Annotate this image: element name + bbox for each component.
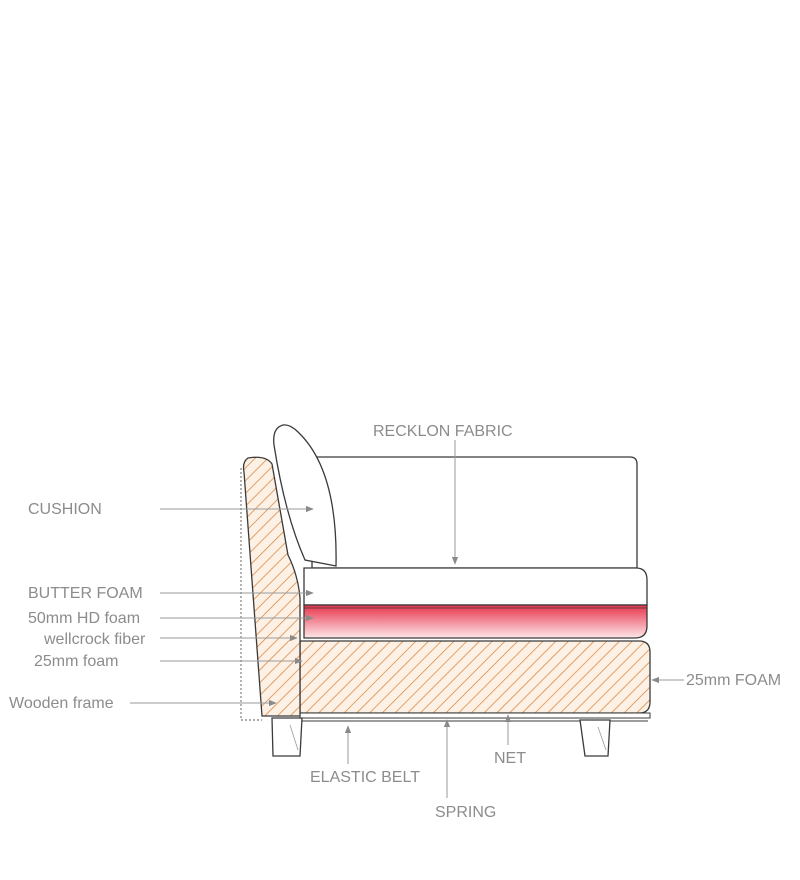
left-leg [271, 717, 303, 757]
arm-rest-frame [242, 456, 301, 717]
label-butter-foam: BUTTER FOAM [28, 585, 143, 602]
label-wooden-frame: Wooden frame [9, 695, 114, 712]
back-rest [311, 456, 638, 569]
label-cushion: CUSHION [28, 501, 102, 518]
label-foam-25-lower: 25mm foam [34, 653, 118, 670]
label-elastic-belt: ELASTIC BELT [310, 769, 420, 786]
left-leg-shade [289, 724, 299, 751]
right-leg-shade [597, 726, 607, 751]
butter-foam-layer [303, 567, 648, 606]
frame-dotted-outline [240, 468, 262, 721]
right-leg [579, 719, 611, 757]
label-foam-25-upper: 25mm FOAM [686, 672, 781, 689]
seat-base-foam [299, 640, 651, 714]
elastic-belt-strip [299, 712, 651, 719]
label-net: NET [494, 750, 526, 767]
cushion-shape [273, 424, 337, 567]
label-recklon-fabric: RECKLON FABRIC [373, 423, 513, 440]
label-spring: SPRING [435, 804, 496, 821]
hd-foam-layer [303, 604, 648, 639]
label-wellcrock-fiber: wellcrock fiber [43, 631, 146, 648]
label-hd-foam: 50mm HD foam [28, 610, 140, 627]
